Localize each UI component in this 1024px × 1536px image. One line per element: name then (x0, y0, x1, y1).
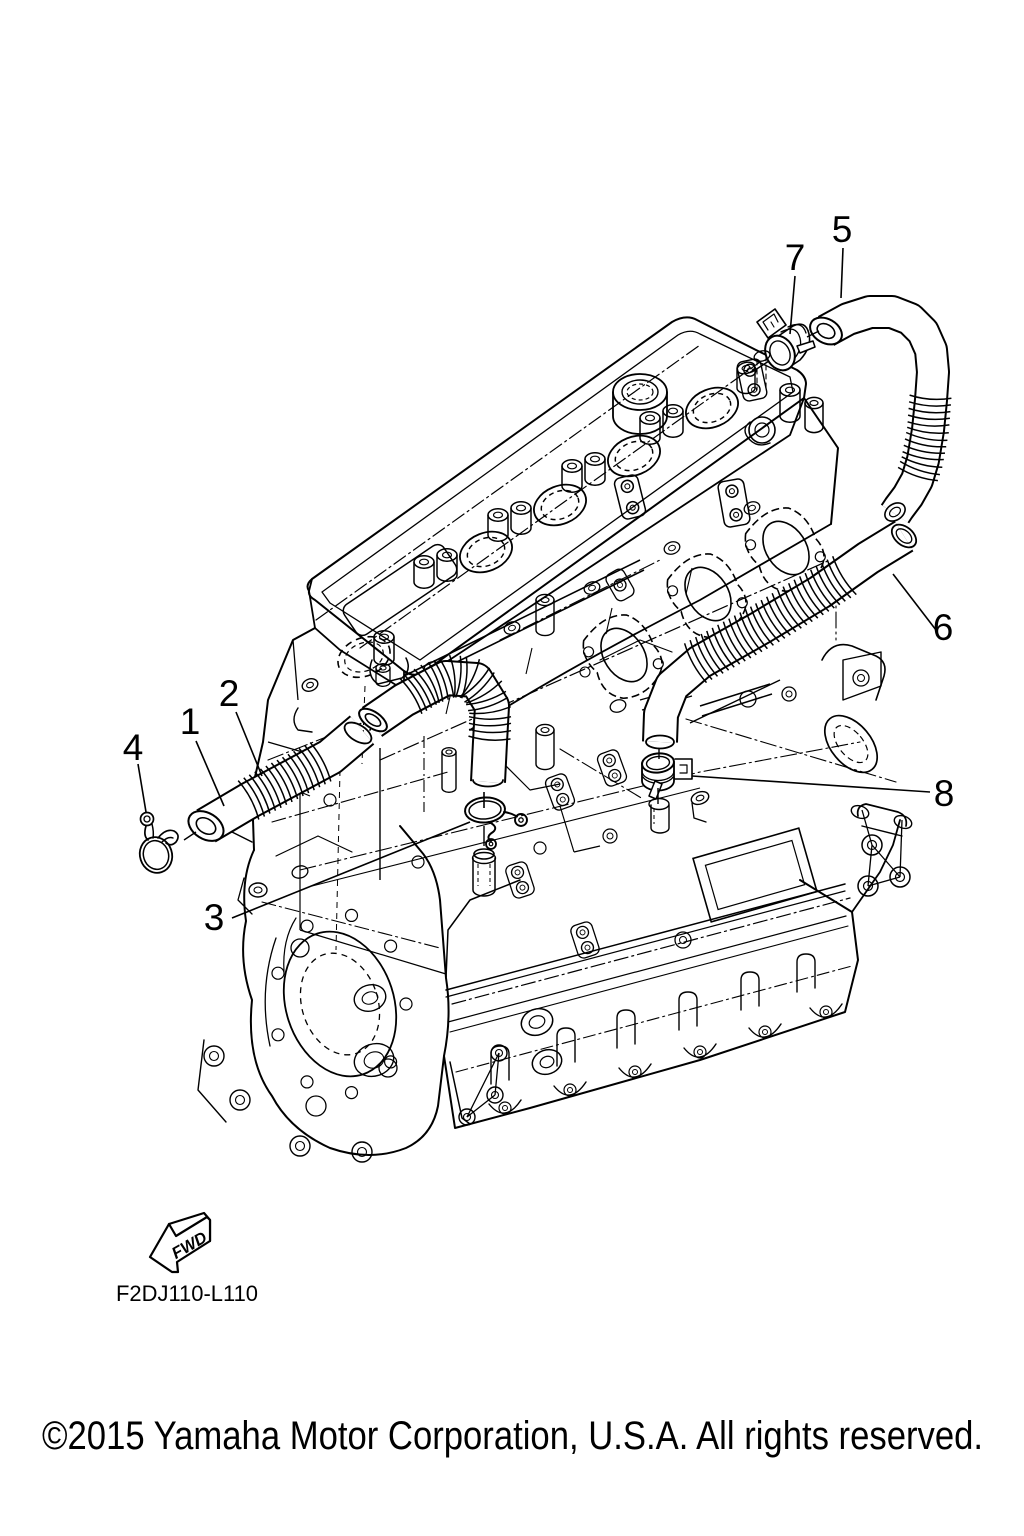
svg-text:F2DJ110-L110: F2DJ110-L110 (116, 1281, 258, 1306)
svg-text:5: 5 (832, 209, 853, 250)
svg-text:©2015 Yamaha Motor Corporation: ©2015 Yamaha Motor Corporation, U.S.A. A… (42, 1414, 983, 1458)
svg-text:4: 4 (123, 727, 144, 768)
svg-text:2: 2 (219, 673, 240, 714)
svg-text:1: 1 (180, 701, 201, 742)
svg-text:8: 8 (934, 773, 955, 814)
svg-text:7: 7 (785, 237, 806, 278)
svg-text:3: 3 (204, 897, 225, 938)
svg-text:6: 6 (933, 607, 954, 648)
